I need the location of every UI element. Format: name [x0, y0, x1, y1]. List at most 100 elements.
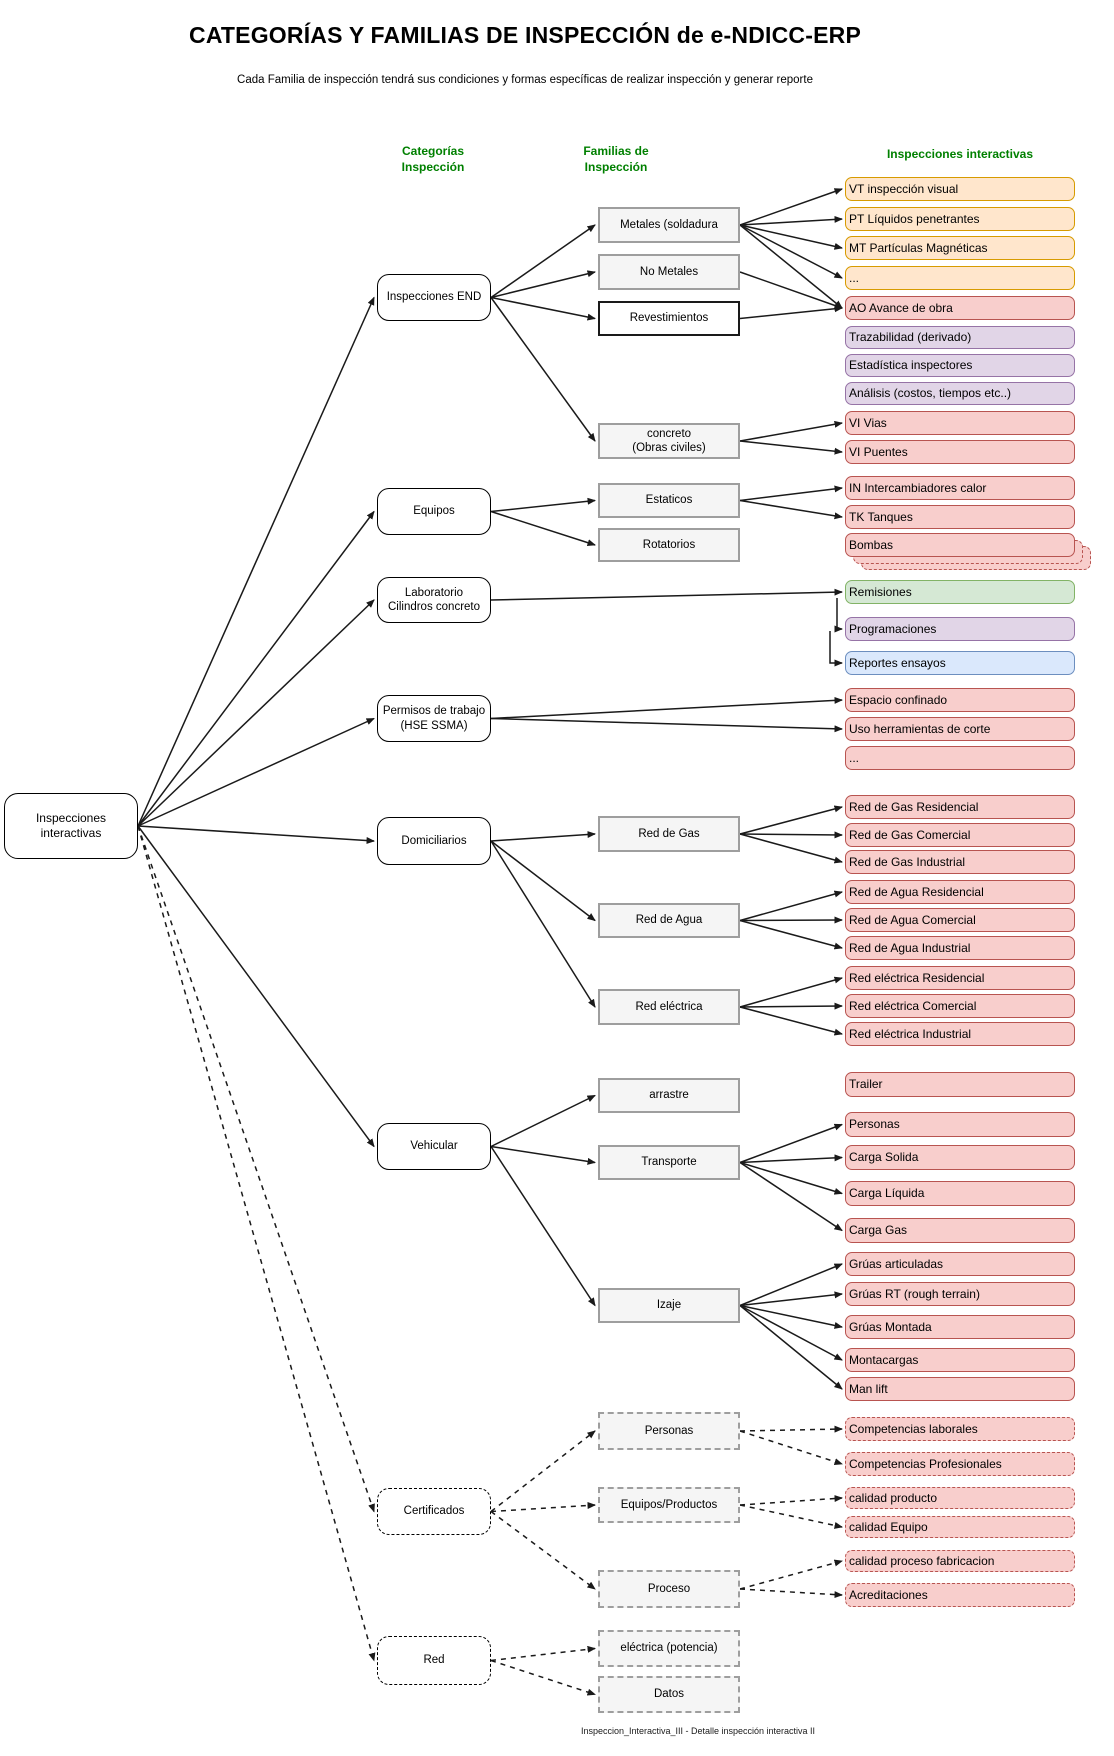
connector-root-to-domiciliarios	[137, 825, 375, 845]
connector-f-estaticos-to-l-tk	[739, 499, 843, 520]
connector-f-personas-to-l-comppro	[739, 1430, 843, 1466]
leaf-red-de-agua-residencial: Red de Agua Residencial	[845, 880, 1075, 904]
connector-end-to-f-revest	[490, 296, 596, 321]
connector-f-metales-to-l-vt	[739, 188, 843, 226]
leaf-bombas: Bombas	[845, 533, 1075, 557]
page-title: CATEGORÍAS Y FAMILIAS DE INSPECCIÓN de e…	[189, 22, 861, 48]
connector-f-agua-to-l-agua-ind	[739, 919, 843, 950]
leaf-red-electrica-residencial: Red eléctrica Residencial	[845, 966, 1075, 990]
leaf-personas: Personas	[845, 1112, 1075, 1137]
connector-permisos-to-l-espacio	[490, 696, 843, 720]
connector-red-to-f-datos	[490, 1659, 596, 1696]
leaf-red-de-agua-comercial: Red de Agua Comercial	[845, 908, 1075, 932]
family-personas: Personas	[598, 1412, 740, 1450]
family-estaticos: Estaticos	[598, 483, 740, 518]
connector-certificados-to-f-personas	[490, 1430, 596, 1513]
category-inspecciones-end: Inspecciones END	[377, 274, 491, 321]
category-domiciliarios: Domiciliarios	[377, 817, 491, 865]
connector-f-estaticos-to-l-in	[739, 485, 843, 502]
leaf-espacio-confinado: Espacio confinado	[845, 688, 1075, 712]
leaf-uso-herramientas-de-corte: Uso herramientas de corte	[845, 717, 1075, 741]
connector-vehicular-to-f-arrastre	[490, 1094, 596, 1148]
connector-end-to-f-metales	[490, 224, 596, 299]
connector-f-gas-to-l-gas-res	[739, 805, 843, 835]
leaf-ellipsis-permisos: ...	[845, 746, 1075, 770]
family-equipos-productos: Equipos/Productos	[598, 1487, 740, 1523]
leaf-red-electrica-comercial: Red eléctrica Comercial	[845, 994, 1075, 1018]
leaf-reportes-ensayos: Reportes ensayos	[845, 651, 1075, 675]
leaf-vi-vias: VI Vias	[845, 411, 1075, 435]
leaf-carga-gas: Carga Gas	[845, 1218, 1075, 1243]
category-red: Red	[377, 1636, 491, 1685]
leaf-ellipsis-end: ...	[845, 266, 1075, 290]
family-revestimientos: Revestimientos	[598, 301, 740, 336]
connector-f-electrica-to-l-elec-res	[739, 976, 843, 1008]
column-header-inspecciones-interactivas: Inspecciones interactivas	[886, 147, 1034, 161]
family-red-de-gas: Red de Gas	[598, 816, 740, 852]
elbow-remisiones-to-programaciones	[834, 598, 843, 633]
footer-caption: Inspeccion_Interactiva_III - Detalle ins…	[580, 1726, 816, 1736]
category-vehicular: Vehicular	[377, 1123, 491, 1170]
column-header-familias-de-inspeccion: Familias de Inspección	[583, 144, 649, 174]
page-subtitle: Cada Familia de inspección tendrá sus co…	[237, 74, 813, 86]
leaf-programaciones: Programaciones	[845, 617, 1075, 641]
node-root-inspecciones-interactivas: Inspecciones interactivas	[4, 793, 138, 859]
leaf-gruas-montada: Grúas Montada	[845, 1315, 1075, 1339]
leaf-montacargas: Montacargas	[845, 1348, 1075, 1372]
family-izaje: Izaje	[598, 1288, 740, 1323]
leaf-remisiones: Remisiones	[845, 580, 1075, 604]
family-datos: Datos	[598, 1676, 740, 1713]
family-rotatorios: Rotatorios	[598, 528, 740, 562]
connector-domiciliarios-to-f-agua	[490, 840, 596, 922]
connector-vehicular-to-f-izaje	[490, 1146, 596, 1307]
family-transporte: Transporte	[598, 1145, 740, 1180]
connector-end-to-f-concreto	[490, 297, 596, 442]
leaf-tk-tanques: TK Tanques	[845, 505, 1075, 529]
connector-f-electrica-to-l-elec-com	[739, 1002, 843, 1010]
connector-end-to-f-nometales	[490, 270, 596, 299]
elbow-programaciones-to-reportes	[829, 631, 843, 667]
connector-f-equiprod-to-l-calprod	[739, 1495, 843, 1506]
connector-equipos-to-f-rotatorios	[490, 510, 596, 547]
connector-certificados-to-f-equiprod	[490, 1501, 596, 1513]
family-proceso: Proceso	[598, 1570, 740, 1608]
leaf-pt-liquidos-penetrantes: PT Líquidos penetrantes	[845, 207, 1075, 231]
connector-root-to-vehicular	[137, 825, 375, 1148]
connector-permisos-to-l-uso	[490, 717, 843, 733]
connector-f-agua-to-l-agua-res	[739, 890, 843, 922]
family-concreto-obras-civiles: concreto (Obras civiles)	[598, 423, 740, 459]
connector-root-to-permisos	[137, 717, 375, 827]
family-electrica-potencia: eléctrica (potencia)	[598, 1630, 740, 1667]
connector-root-to-equipos	[137, 510, 375, 827]
leaf-red-de-agua-industrial: Red de Agua Industrial	[845, 936, 1075, 960]
connector-certificados-to-f-proceso	[490, 1510, 596, 1590]
connector-f-izaje-to-l-art	[739, 1263, 843, 1307]
leaf-calidad-equipo: calidad Equipo	[845, 1516, 1075, 1538]
connector-laboratorio-to-l-remisiones	[490, 588, 843, 601]
connector-f-concreto-to-l-vivias	[739, 420, 843, 442]
leaf-competencias-profesionales: Competencias Profesionales	[845, 1452, 1075, 1476]
connector-f-agua-to-l-agua-com	[739, 916, 843, 924]
family-arrastre: arrastre	[598, 1078, 740, 1113]
leaf-competencias-laborales: Competencias laborales	[845, 1417, 1075, 1441]
connector-f-nometales-to-l-ao	[739, 271, 843, 309]
leaf-analisis-costos-tiempos: Análisis (costos, tiempos etc..)	[845, 382, 1075, 405]
connector-domiciliarios-to-f-electrica	[490, 840, 596, 1008]
leaf-man-lift: Man lift	[845, 1377, 1075, 1401]
connector-f-revest-to-l-ao	[739, 305, 843, 320]
leaf-vt-inspeccion-visual: VT inspección visual	[845, 177, 1075, 201]
family-no-metales: No Metales	[598, 254, 740, 290]
connector-f-gas-to-l-gas-com	[739, 831, 843, 839]
connector-f-metales-to-l-ao	[739, 224, 843, 309]
leaf-estadistica-inspectores: Estadística inspectores	[845, 354, 1075, 377]
leaf-gruas-articuladas: Grúas articuladas	[845, 1252, 1075, 1276]
leaf-acreditaciones: Acreditaciones	[845, 1583, 1075, 1607]
connector-f-gas-to-l-gas-ind	[739, 833, 843, 864]
leaf-trailer: Trailer	[845, 1072, 1075, 1097]
connector-f-personas-to-l-complab	[739, 1425, 843, 1433]
connector-root-to-laboratorio	[137, 599, 375, 827]
connector-f-proceso-to-l-calproc	[739, 1559, 843, 1590]
